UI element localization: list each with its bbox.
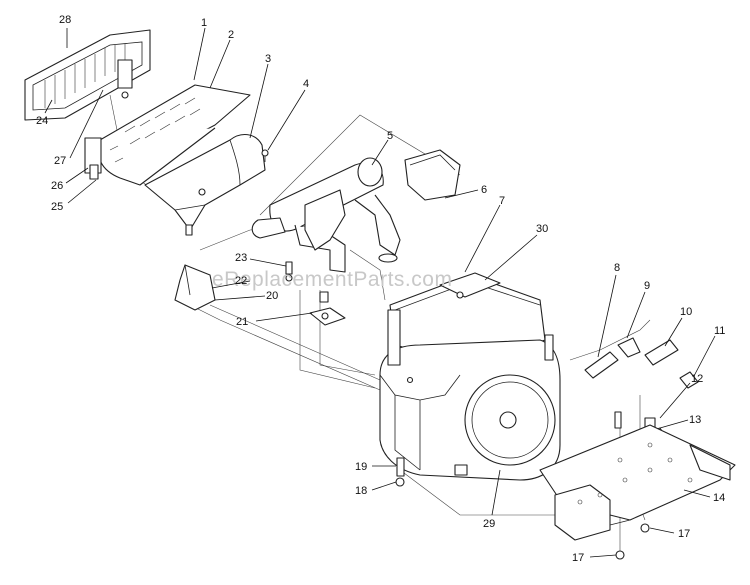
- heat-shield-part: [144, 134, 266, 236]
- leader-lines: [44, 27, 716, 558]
- callout-20: 20: [266, 290, 278, 302]
- gasket-part: [285, 261, 346, 326]
- callout-27: 27: [54, 155, 66, 167]
- callout-19: 19: [355, 461, 367, 473]
- muffler-shield-part: [84, 84, 251, 186]
- callout-4: 4: [303, 78, 309, 90]
- callout-1: 1: [201, 17, 207, 29]
- callout-17-bottom: 17: [572, 552, 584, 564]
- callout-23: 23: [235, 252, 247, 264]
- callout-9: 9: [644, 280, 650, 292]
- callout-13: 13: [689, 414, 701, 426]
- callout-22: 22: [235, 275, 247, 287]
- muffler-part: [251, 157, 401, 273]
- callout-10: 10: [680, 306, 692, 318]
- callout-3: 3: [265, 53, 271, 65]
- callout-30: 30: [536, 223, 548, 235]
- guard-part: [404, 149, 461, 201]
- callout-8: 8: [614, 262, 620, 274]
- fitting-parts: [584, 337, 699, 389]
- callout-7: 7: [499, 195, 505, 207]
- screw-part: [261, 149, 269, 162]
- callout-6: 6: [481, 184, 487, 196]
- callout-14: 14: [713, 492, 725, 504]
- callout-25: 25: [51, 201, 63, 213]
- callout-17-right: 17: [678, 528, 690, 540]
- grille-part: [24, 29, 151, 121]
- callout-labels: 1 2 3 4 5 6 7 8 9 10 11 12 13 14 17 17 1…: [36, 14, 725, 564]
- callout-5: 5: [387, 130, 393, 142]
- watermark-text: eReplacementParts.com: [212, 268, 452, 291]
- bracket-part: [174, 264, 216, 311]
- hardware-parts: [395, 457, 650, 560]
- callout-12: 12: [691, 373, 703, 385]
- callout-18: 18: [355, 485, 367, 497]
- callout-24: 24: [36, 115, 48, 127]
- engine-part: [379, 272, 561, 481]
- callout-11: 11: [714, 325, 725, 337]
- callout-29: 29: [483, 518, 495, 530]
- mounting-plate-part: [539, 424, 736, 541]
- callout-2: 2: [228, 29, 234, 41]
- callout-28: 28: [59, 14, 71, 26]
- callout-21: 21: [236, 316, 248, 328]
- callout-26: 26: [51, 180, 63, 192]
